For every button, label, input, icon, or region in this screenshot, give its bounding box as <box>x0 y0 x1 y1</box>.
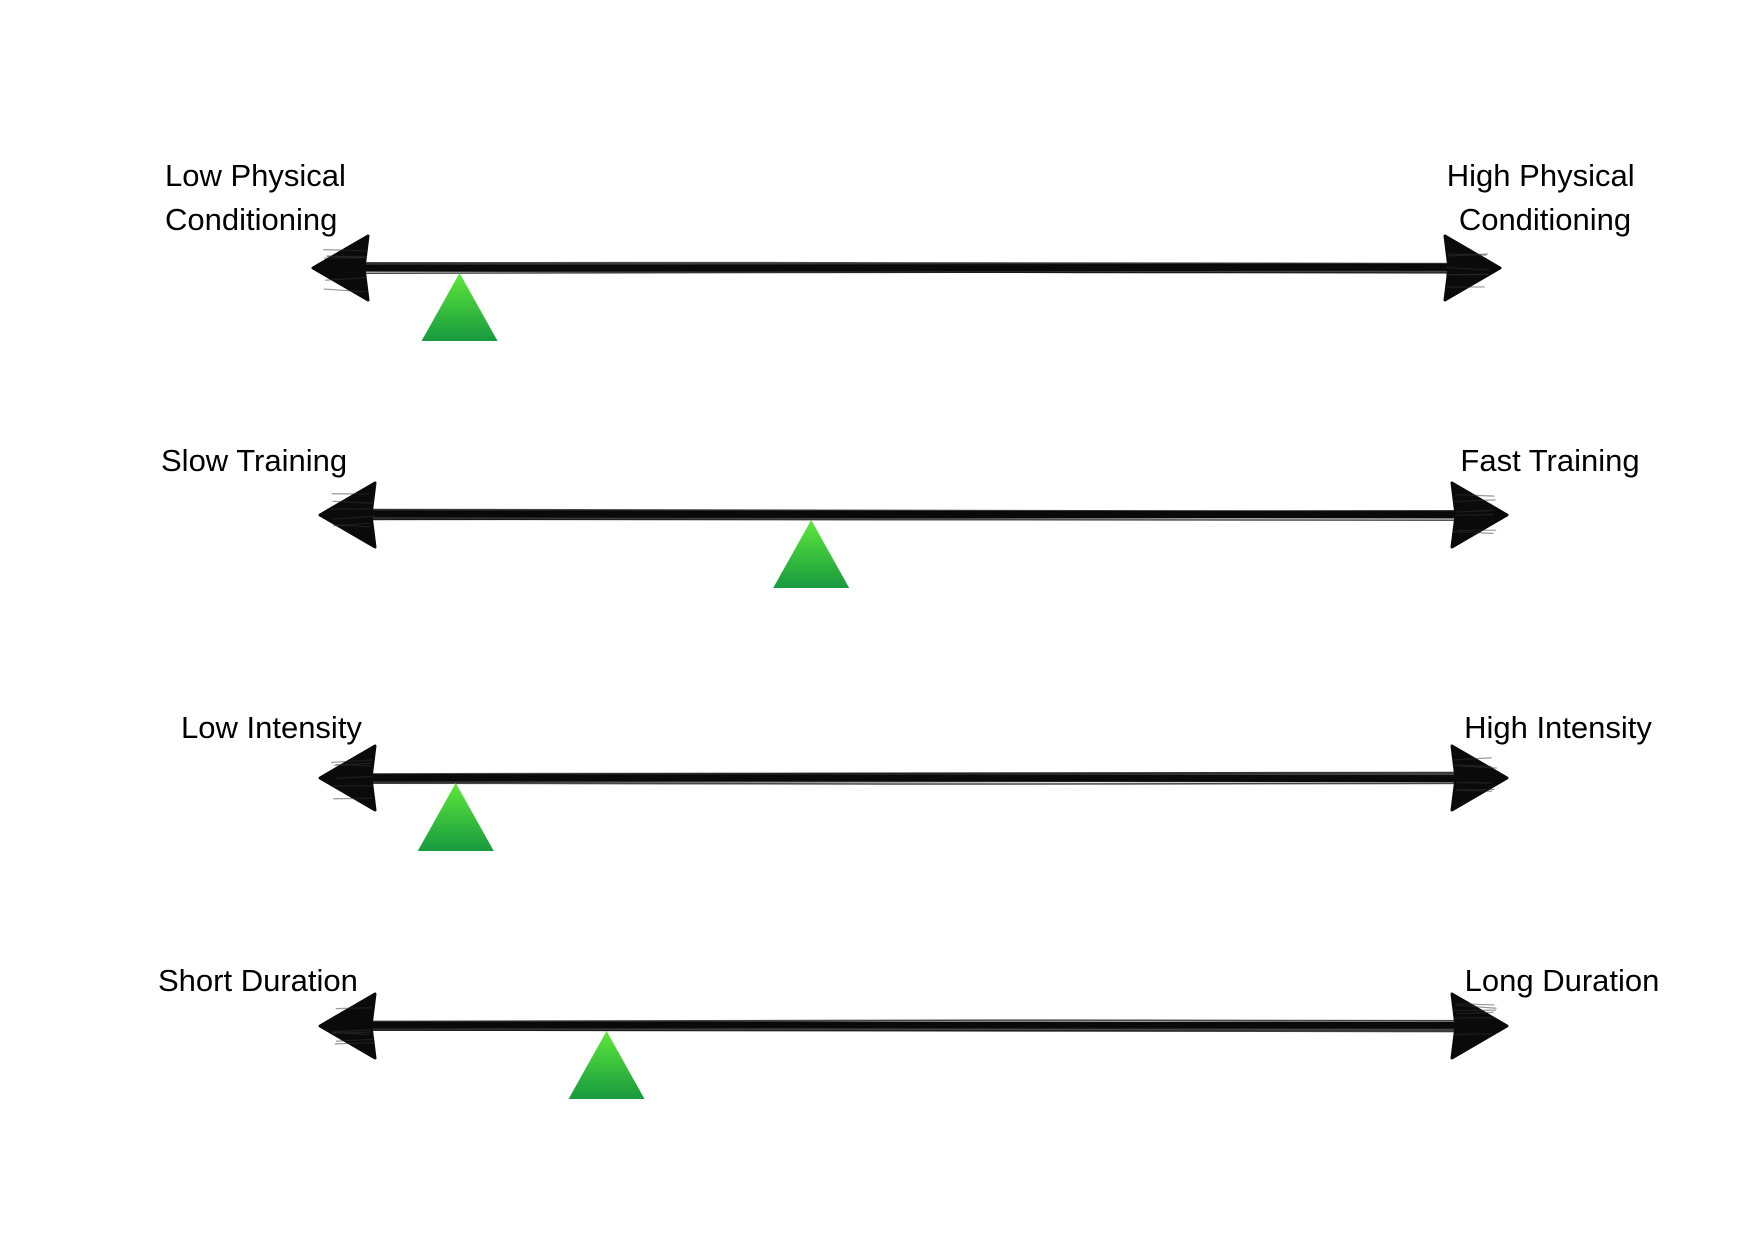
arrowhead-left-texture <box>323 288 366 293</box>
arrow-shaft-stroke <box>326 515 1501 521</box>
arrowhead-right-texture <box>1446 266 1490 271</box>
right-label: High Intensity <box>1464 710 1652 745</box>
arrowhead-left-texture <box>331 759 373 764</box>
arrowhead-left-texture <box>335 1038 375 1042</box>
left-label-line: Conditioning <box>165 202 337 237</box>
scale-training-speed: Slow Training Fast Training <box>161 443 1640 588</box>
double-arrow <box>318 744 1509 812</box>
arrow-shaft-stroke <box>327 508 1500 512</box>
arrow-shaft-stroke <box>319 262 1494 267</box>
green-triangle-marker <box>421 273 498 341</box>
arrowhead-right-texture <box>1456 1011 1494 1015</box>
scale-intensity: Low Intensity High Intensity <box>181 710 1652 851</box>
arrowhead-left <box>311 234 370 302</box>
scale-physical-conditioning: Low Physical Conditioning High Physical … <box>165 158 1643 341</box>
arrowhead-left <box>318 481 377 549</box>
arrowhead-right-texture <box>1455 1004 1497 1009</box>
arrowhead-right-texture <box>1454 1033 1494 1036</box>
arrowhead-left-texture <box>326 255 366 259</box>
arrowhead-right <box>1450 744 1509 812</box>
arrowhead-right-texture <box>1452 531 1494 534</box>
left-label: Slow Training <box>161 443 347 478</box>
green-triangle-marker <box>773 520 850 588</box>
scale-duration: Short Duration Long Duration <box>158 963 1659 1099</box>
arrowhead-right-texture <box>1456 781 1493 784</box>
left-label: Low Intensity <box>181 710 362 745</box>
right-label-line: Fast Training <box>1460 443 1639 478</box>
arrow-shaft-stroke <box>327 1029 1500 1033</box>
green-triangle-marker <box>417 783 494 851</box>
double-arrow <box>318 992 1509 1060</box>
double-arrow <box>318 481 1509 549</box>
right-label: High Physical Conditioning <box>1447 158 1643 237</box>
arrowhead-left-texture <box>332 515 375 520</box>
arrowhead-left-texture <box>332 1031 370 1036</box>
arrowhead-left <box>318 992 377 1060</box>
right-label-line: High Intensity <box>1464 710 1652 745</box>
arrow-shaft-stroke <box>326 779 1501 784</box>
left-label: Low Physical Conditioning <box>165 158 355 237</box>
arrow-shaft-stroke <box>327 782 1500 785</box>
arrowhead-left-texture <box>323 249 366 252</box>
arrow-shaft-stroke <box>326 772 1501 778</box>
arrowhead-left-texture <box>334 1042 375 1045</box>
arrowhead-right-texture <box>1455 509 1494 513</box>
green-triangle-marker <box>568 1031 645 1099</box>
arrow-shaft-stroke <box>319 268 1494 274</box>
right-label-line: High Physical <box>1447 158 1635 193</box>
arrowhead-right-texture <box>1453 499 1496 503</box>
arrow-shaft-stroke <box>320 271 1493 275</box>
arrowhead-left-texture <box>332 500 374 504</box>
arrowhead-left-texture <box>335 1007 372 1010</box>
arrowhead-right-texture <box>1455 788 1495 791</box>
arrow-shaft-stroke <box>320 261 1493 265</box>
arrowhead-right-texture <box>1457 764 1492 768</box>
left-label-line: Short Duration <box>158 963 358 998</box>
arrowhead-right-texture <box>1452 1009 1496 1012</box>
right-label: Fast Training <box>1460 443 1639 478</box>
arrow-shaft-stroke <box>326 509 1501 514</box>
arrowhead-left-texture <box>335 764 371 767</box>
double-arrow <box>311 234 1502 302</box>
arrowhead-left-texture <box>334 524 371 528</box>
arrowhead-right-texture <box>1455 1003 1495 1006</box>
arrow-shaft-stroke <box>324 510 1503 519</box>
arrow-shaft-stroke <box>327 518 1500 521</box>
right-label-line: Long Duration <box>1465 963 1660 998</box>
arrowhead-right-texture <box>1448 253 1489 257</box>
arrow-shaft-stroke <box>327 1019 1500 1023</box>
arrow-shaft-stroke <box>326 1021 1501 1026</box>
arrowhead-right-texture <box>1453 757 1492 761</box>
arrow-shaft-stroke <box>327 771 1500 775</box>
left-label-line: Low Physical <box>165 158 346 193</box>
arrowhead-right-texture <box>1452 764 1497 769</box>
arrow-shaft-stroke <box>324 774 1503 783</box>
right-label: Long Duration <box>1465 963 1660 998</box>
arrow-shaft-stroke <box>326 1027 1501 1032</box>
right-label-line: Conditioning <box>1459 202 1631 237</box>
left-label-line: Slow Training <box>161 443 347 478</box>
arrowhead-left-texture <box>332 1029 372 1033</box>
left-label-line: Low Intensity <box>181 710 362 745</box>
arrow-shaft-stroke <box>317 263 1496 272</box>
left-label: Short Duration <box>158 963 358 998</box>
arrowhead-left-texture <box>334 775 373 779</box>
arrowhead-right-texture <box>1454 493 1495 497</box>
arrowhead-left-texture <box>325 277 366 281</box>
